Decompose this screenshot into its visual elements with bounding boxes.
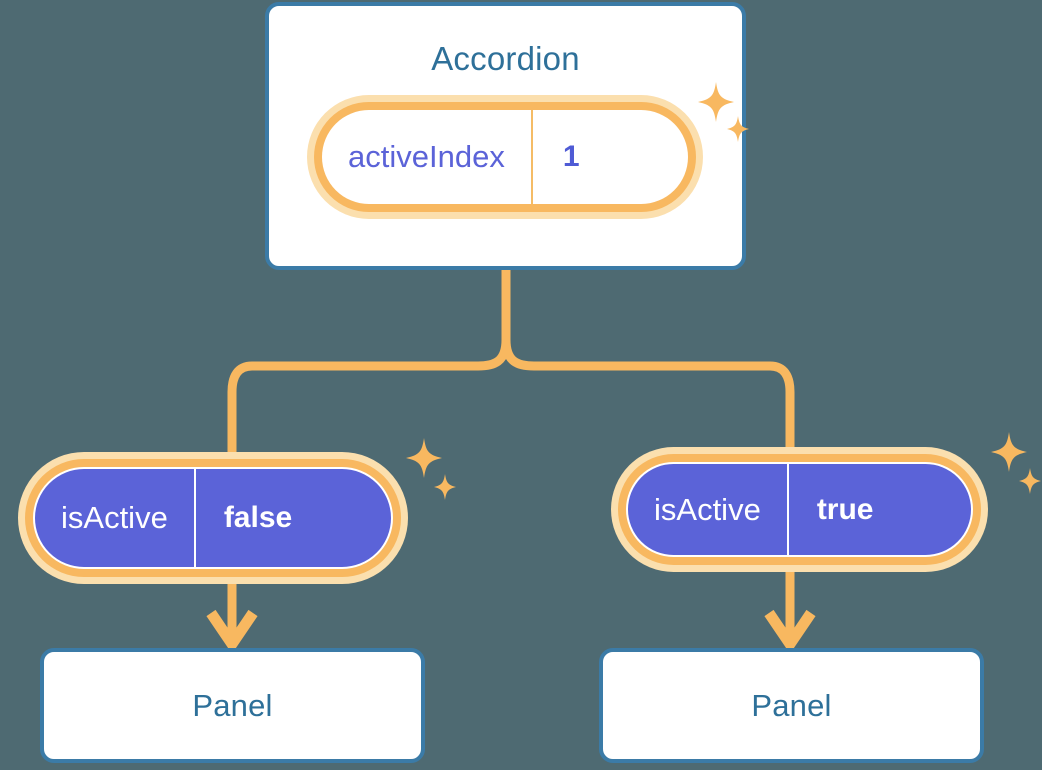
prop-badge-body: isActive false	[33, 467, 393, 569]
connector-fork-right	[501, 335, 795, 467]
panel-card-left[interactable]: Panel	[40, 648, 425, 763]
state-badge-value: 1	[530, 110, 610, 204]
sparkles-icon-right	[981, 432, 1042, 508]
prop-badge-ring: isActive false	[25, 459, 401, 577]
accordion-title: Accordion	[431, 40, 580, 77]
prop-badge-is-active-true[interactable]: isActive true	[611, 447, 988, 572]
state-badge-ring: activeIndex 1	[314, 102, 696, 212]
panel-card-right[interactable]: Panel	[599, 648, 984, 763]
state-badge-key: activeIndex	[348, 139, 505, 174]
prop-badge-body: isActive true	[626, 462, 973, 557]
arrow-head-right	[764, 609, 816, 654]
panel-title-left: Panel	[192, 687, 273, 723]
prop-badge-ring: isActive true	[618, 454, 981, 565]
state-badge-body: activeIndex 1	[322, 110, 688, 204]
prop-badge-is-active-false[interactable]: isActive false	[18, 452, 408, 584]
prop-badge-value: true	[786, 464, 902, 555]
connector-fork-left	[227, 335, 511, 471]
panel-title-right: Panel	[751, 687, 832, 723]
arrow-head-left	[206, 609, 258, 654]
prop-badge-value: false	[193, 469, 320, 567]
state-badge-active-index[interactable]: activeIndex 1	[307, 95, 703, 219]
prop-badge-key: isActive	[654, 491, 761, 527]
prop-badge-key: isActive	[61, 500, 168, 535]
